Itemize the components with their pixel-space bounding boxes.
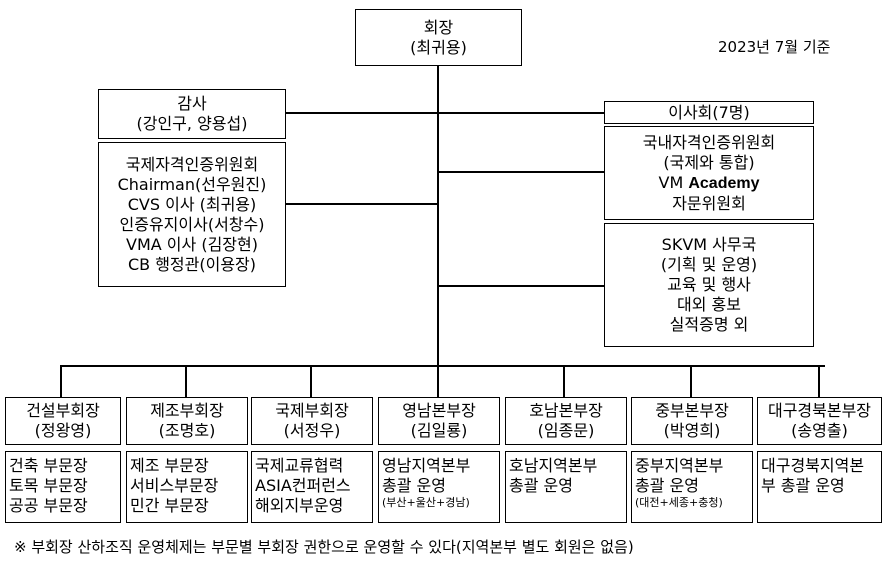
division-sub-6: 중부지역본부 총괄 운영 (대전+세종+충청) [631,451,753,523]
division-sub-line: ASIA컨퍼런스 [255,476,351,495]
auditor-box: 감사 (강인구, 양용섭) [98,89,286,139]
trunk-line [437,66,439,366]
chairman-title: 회장 [423,17,454,37]
division-sub-line: 영남지역본부 [382,456,471,475]
division-title: 영남본부장 [402,401,476,420]
division-sub-line: 총괄 운영 [509,476,573,495]
division-sub-line: 부 총괄 운영 [761,476,845,495]
footnote: ※ 부회장 산하조직 운영체제는 부문별 부회장 권한으로 운영할 수 있다(지… [14,538,634,556]
intl-committee-line: VMA 이사 (김장현) [126,234,258,254]
division-sub-line: 총괄 운영 [382,476,446,495]
division-name: (조명호) [158,421,216,440]
division-sub-line: 해외지부운영 [255,496,344,515]
academy-prefix: VM [658,172,689,192]
intl-committee-line: Chairman(선우원진) [117,174,267,194]
domestic-connector [438,171,604,173]
division-sub-line: 국제교류협력 [255,456,344,475]
division-sub-7: 대구경북지역본 부 총괄 운영 [757,451,882,523]
division-sub-4: 영남지역본부 총괄 운영 (부산+울산+경남) [378,451,500,523]
secretariat-box: SKVM 사무국 (기획 및 운영) 교육 및 행사 대외 홍보 실적증명 외 [604,223,814,347]
drop-line-1 [60,365,62,397]
drop-line-7 [818,365,820,397]
division-head-5: 호남본부장 (임종문) [505,397,627,445]
division-sub-line: 총괄 운영 [635,476,699,495]
division-name: (송영출) [791,421,848,440]
division-sub-line: 토목 부문장 [9,476,88,495]
division-sub-note: (부산+울산+경남) [382,496,470,509]
division-head-7: 대구경북본부장 (송영출) [757,397,882,445]
division-title: 국제부회장 [275,401,349,420]
division-title: 중부본부장 [655,401,729,420]
auditor-title: 감사 [177,94,207,113]
division-head-6: 중부본부장 (박영희) [631,397,753,445]
division-sub-3: 국제교류협력 ASIA컨퍼런스 해외지부운영 [251,451,373,523]
division-name: (정왕영) [34,421,92,440]
division-name: (박영희) [663,421,721,440]
secretariat-line: 대외 홍보 [677,295,741,314]
division-title: 대구경북본부장 [767,401,872,420]
auditor-connector [286,112,604,114]
date-label: 2023년 7월 기준 [718,38,831,56]
division-sub-line: 호남지역본부 [509,456,598,475]
secretariat-line: 교육 및 행사 [667,275,751,294]
drop-line-6 [690,365,692,397]
domestic-committee-line: VM Academy [659,173,760,194]
division-sub-line: 제조 부문장 [130,456,209,475]
division-sub-line: 서비스부문장 [130,476,219,495]
division-sub-line: 공공 부문장 [9,496,88,515]
domestic-committee-box: 국내자격인증위원회 (국제와 통합) VM Academy 자문위원회 [604,126,814,220]
board-title: 이사회(7명) [668,102,750,122]
academy-label: Academy [688,174,760,192]
intl-committee-line: 국제자격인증위원회 [125,154,259,174]
division-name: (서정우) [283,421,341,440]
division-head-2: 제조부회장 (조명호) [126,397,248,445]
division-title: 제조부회장 [150,401,224,420]
division-name: (임종문) [537,421,595,440]
domestic-committee-line: 국내자격인증위원회 [642,132,776,152]
division-sub-line: 중부지역본부 [635,456,724,475]
intl-committee-box: 국제자격인증위원회 Chairman(선우원진) CVS 이사 (최귀용) 인증… [98,142,286,287]
domestic-committee-line: (국제와 통합) [663,152,755,172]
division-sub-note: (대전+세종+충청) [635,496,723,509]
secretariat-connector [438,285,604,287]
intl-committee-line: CB 행정관(이용장) [127,254,257,274]
secretariat-line: (기획 및 운영) [660,255,758,274]
auditor-name: (강인구, 양용섭) [136,114,248,133]
division-head-4: 영남본부장 (김일룡) [378,397,500,445]
board-box: 이사회(7명) [604,101,814,124]
division-sub-2: 제조 부문장 서비스부문장 민간 부문장 [126,451,248,523]
divisions-bus [60,365,825,367]
secretariat-line: 실적증명 외 [669,315,749,334]
secretariat-line: SKVM 사무국 [661,235,757,254]
committee-connector [286,203,438,205]
drop-line-4 [437,365,439,397]
drop-line-3 [310,365,312,397]
chairman-name: (최귀용) [410,37,467,57]
drop-line-2 [185,365,187,397]
intl-committee-line: 인증유지이사(서창수) [119,214,265,234]
intl-committee-line: CVS 이사 (최귀용) [127,194,257,214]
division-sub-5: 호남지역본부 총괄 운영 [505,451,627,523]
division-head-1: 건설부회장 (정왕영) [5,397,121,445]
drop-line-5 [563,365,565,397]
division-sub-line: 건축 부문장 [9,456,88,475]
domestic-committee-line: 자문위원회 [672,193,746,213]
division-sub-line: 대구경북지역본 [761,456,865,475]
chairman-box: 회장 (최귀용) [355,9,522,66]
division-head-3: 국제부회장 (서정우) [251,397,373,445]
division-name: (김일룡) [410,421,468,440]
division-title: 호남본부장 [529,401,603,420]
division-title: 건설부회장 [26,401,100,420]
division-sub-line: 민간 부문장 [130,496,209,515]
division-sub-1: 건축 부문장 토목 부문장 공공 부문장 [5,451,121,523]
